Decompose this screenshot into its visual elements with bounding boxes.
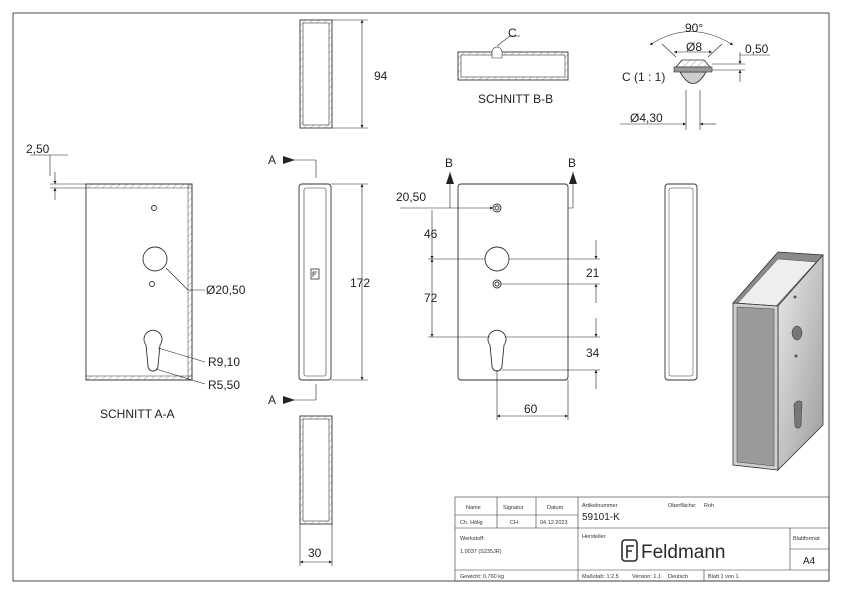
side-view: A 172 A <box>268 153 370 407</box>
version: Version: 1.1 <box>632 574 661 580</box>
artikelnummer-label: Artikelnummer <box>582 503 618 509</box>
feldmann-emboss-icon <box>310 268 320 280</box>
brand-name: Feldmann <box>641 542 726 563</box>
werkstoff-value: 1.0037 (S235JR) <box>460 549 502 555</box>
section-a-marker-top: A <box>268 153 276 167</box>
dim-0-50: 0,50 <box>745 42 769 56</box>
dim-94: 94 <box>374 69 388 83</box>
name-label: Name <box>466 505 481 511</box>
blattformat-value: A4 <box>803 556 816 567</box>
oberflaeche-value: Roh <box>704 503 714 509</box>
right-side-view <box>664 183 698 381</box>
feldmann-logo-icon <box>621 539 638 562</box>
detail-c-marker: C <box>508 26 517 40</box>
signatur-label: Signatur <box>503 505 524 511</box>
dim-r5-50: R5,50 <box>208 378 240 392</box>
section-b-marker-left: B <box>445 156 453 170</box>
dim-72: 72 <box>424 291 438 305</box>
bottom-view: 30 <box>299 415 333 566</box>
dim-46: 46 <box>424 227 438 241</box>
blattformat-label: Blattformat <box>793 536 820 542</box>
sheet-border <box>12 12 830 582</box>
dim-172: 172 <box>350 276 370 290</box>
title-block <box>454 496 830 582</box>
dim-34: 34 <box>586 346 600 360</box>
dim-r9-10: R9,10 <box>208 355 240 369</box>
oberflaeche-label: Oberfläche: <box>668 503 697 509</box>
section-aa-label: SCHNITT A-A <box>100 407 174 421</box>
dim-30: 30 <box>308 546 322 560</box>
dim-20-50: 20,50 <box>396 190 426 204</box>
dim-dia-20-50: Ø20,50 <box>206 283 246 297</box>
front-view: B B 20,50 46 72 21 34 60 <box>396 156 600 420</box>
section-a-marker-bottom: A <box>268 393 276 407</box>
artikelnummer-value: 59101-K <box>582 512 620 523</box>
werkstoff-label: Werkstoff: <box>460 536 485 542</box>
isometric-view <box>732 251 824 471</box>
signatur-value: CH <box>510 520 518 526</box>
datum-label: Datum <box>547 505 564 511</box>
dim-90deg: 90° <box>685 21 703 35</box>
section-bb-label: SCHNITT B-B <box>478 92 553 106</box>
section-aa-view: 2,50 Ø20,50 R9,10 R5,50 SCHNITT A-A <box>26 142 246 421</box>
massstab: Maßstab: 1:2,5 <box>582 574 619 580</box>
hersteller-label: Hersteller <box>582 534 606 540</box>
section-b-marker-right: B <box>568 156 576 170</box>
datum-value: 04.12.2023 <box>540 520 568 526</box>
name-value: Ch. Hölig <box>460 520 483 526</box>
dim-21: 21 <box>586 266 600 280</box>
dim-dia-8: Ø8 <box>686 40 702 54</box>
detail-c-view: 90° Ø8 0,50 C (1 : 1) Ø4,30 <box>620 21 770 130</box>
sprache: Deutsch <box>668 574 688 580</box>
gewicht: Gewicht: 0,760 kg <box>460 574 504 580</box>
dim-dia-4-30: Ø4,30 <box>630 111 663 125</box>
detail-c-label: C (1 : 1) <box>622 70 665 84</box>
section-bb-view: C SCHNITT B-B <box>457 26 569 106</box>
blatt: Blatt 1 von 1 <box>708 574 739 580</box>
dim-60: 60 <box>524 402 538 416</box>
top-view: 94 <box>299 19 388 129</box>
dim-2-50: 2,50 <box>26 142 50 156</box>
title-block-text: Name Signatur Datum Ch. Hölig CH 04.12.2… <box>460 503 820 580</box>
